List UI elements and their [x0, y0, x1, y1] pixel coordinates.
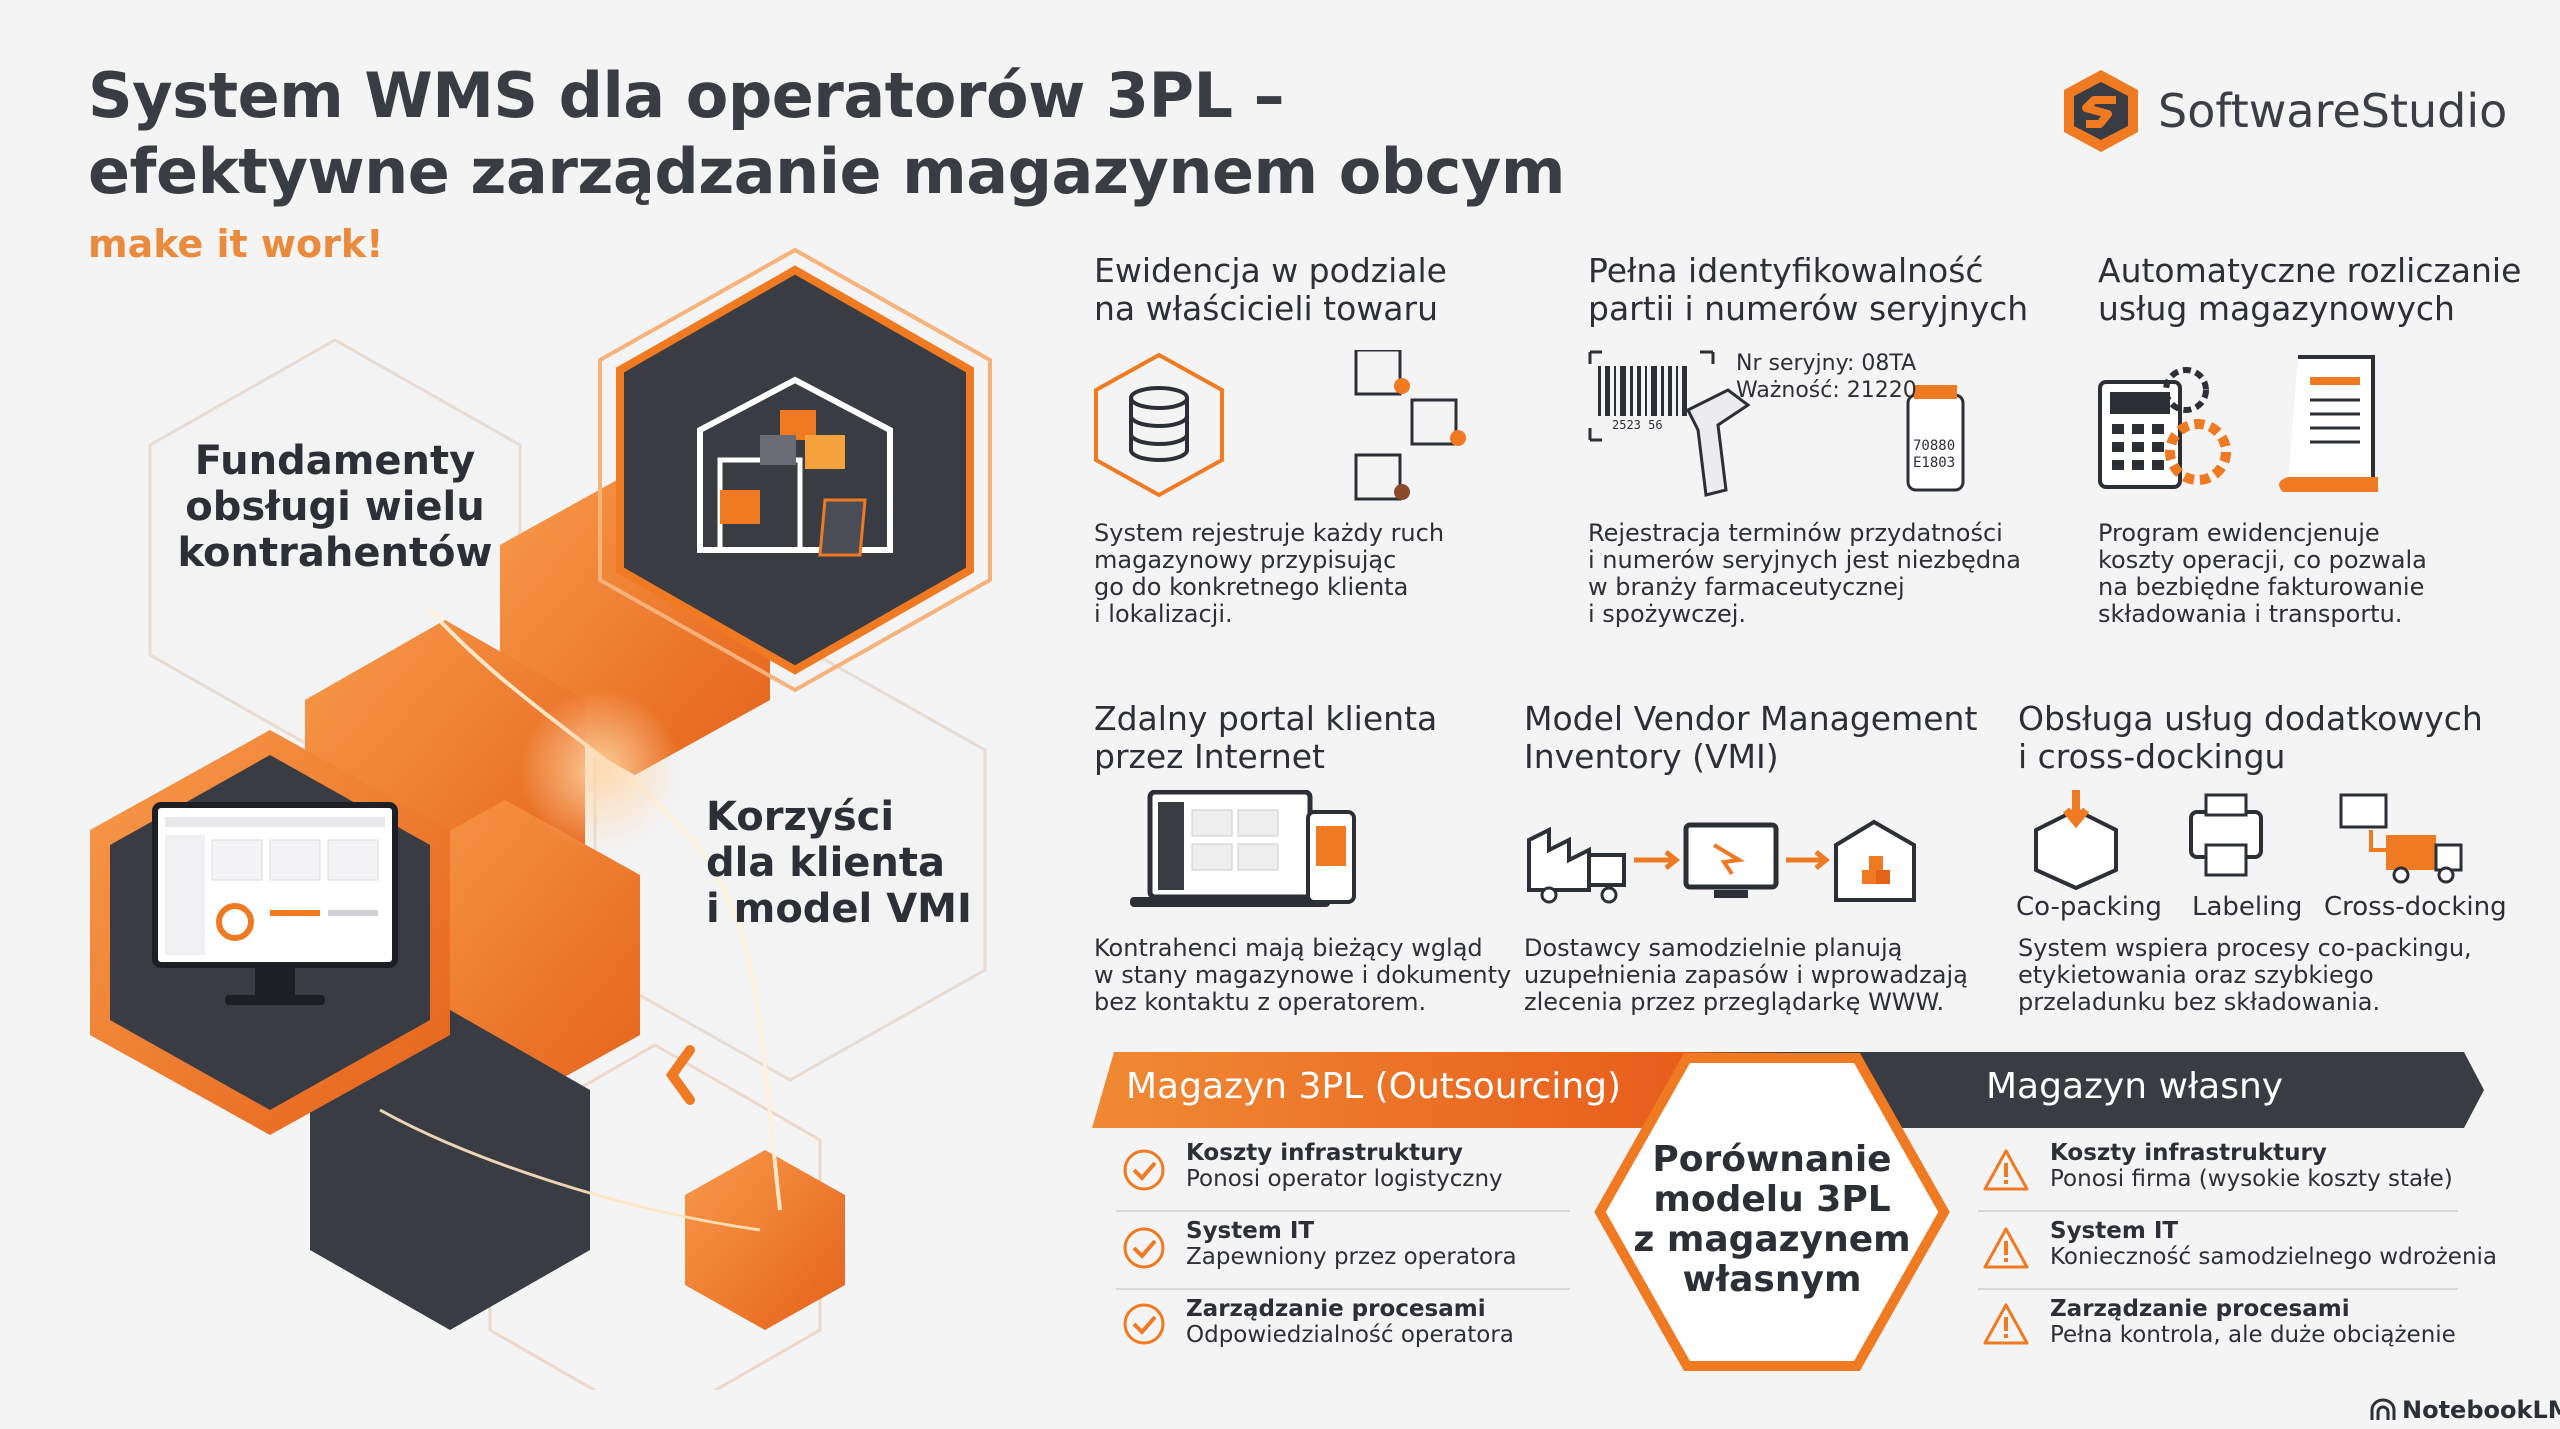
calculator-invoice-icon — [2098, 355, 2378, 492]
divider — [1978, 1210, 2458, 1212]
check-icon — [1123, 1149, 1165, 1191]
serial-info: Nr seryjny: 08TA Ważność: 21220 — [1736, 350, 1917, 404]
warning-icon — [1983, 1303, 2029, 1345]
title-line-1: System WMS dla operatorów 3PL – — [88, 59, 1285, 132]
divider — [1116, 1288, 1570, 1290]
expiry-date: Ważność: 21220 — [1736, 378, 1917, 403]
laptop-phone-icon — [1130, 790, 1356, 907]
supply-chain-icon — [1527, 819, 1916, 904]
hex-fundamenty-label: Fundamenty obsługi wielu kontrahentów — [177, 438, 493, 576]
database-boxes-icon — [1094, 350, 1466, 501]
notebooklm-icon — [2370, 1398, 2396, 1420]
softwarestudio-logo-icon — [2064, 70, 2138, 152]
divider — [1978, 1288, 2458, 1290]
label-copacking: Co-packing — [2016, 892, 2162, 922]
banner-right-title: Magazyn własny — [1986, 1066, 2284, 1107]
hexagon-illustration — [90, 247, 992, 1390]
barcode-scanner-icon — [1588, 350, 1965, 497]
title-line-2: efektywne zarządzanie magazynem obcym — [88, 135, 1565, 208]
hex-korzysci-label: Korzyści dla klienta i model VMI — [706, 794, 972, 932]
brand-name: SoftwareStudio — [2158, 84, 2508, 138]
warning-icon — [1983, 1149, 2029, 1191]
label-crossdocking: Cross-docking — [2324, 892, 2507, 922]
page-title: System WMS dla operatorów 3PL – efektywn… — [88, 58, 1565, 210]
serial-number: Nr seryjny: 08TA — [1736, 351, 1917, 376]
footer-label: NotebookLM — [2402, 1396, 2560, 1424]
services-icon — [2034, 790, 2463, 890]
check-icon — [1123, 1227, 1165, 1269]
banner-left-title: Magazyn 3PL (Outsourcing) — [1126, 1066, 1622, 1107]
divider — [1116, 1210, 1570, 1212]
barcode-number: 2523 56 — [1612, 418, 1663, 432]
center-hex — [1594, 1053, 1950, 1371]
feature-desc-uslugi: System wspiera procesy co-packingu,etyki… — [2018, 934, 2472, 1016]
label-labeling: Labeling — [2192, 892, 2303, 922]
warning-icon — [1983, 1227, 2029, 1269]
tagline: make it work! — [88, 222, 384, 266]
check-icon — [1123, 1303, 1165, 1345]
